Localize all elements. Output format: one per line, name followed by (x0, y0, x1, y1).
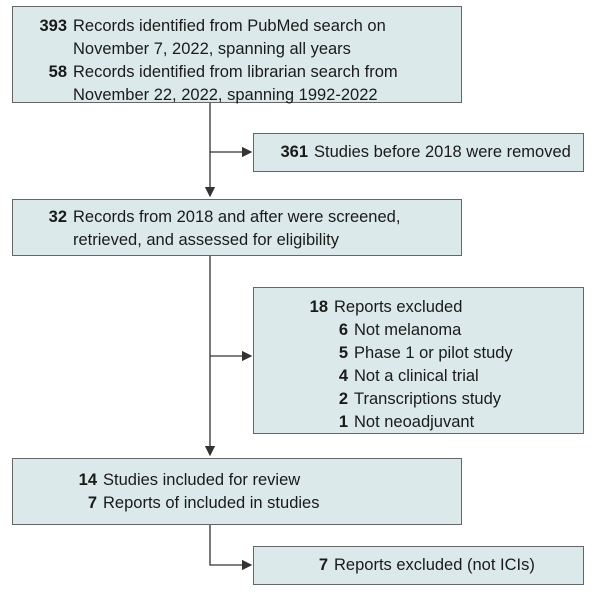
count: 393 (39, 17, 67, 35)
count: 361 (280, 143, 308, 161)
count: 14 (78, 471, 97, 489)
arrow-to-final-excluded (209, 525, 253, 571)
count: 58 (48, 63, 67, 81)
text: November 7, 2022, spanning all years (73, 40, 351, 58)
text: Records from 2018 and after were screene… (73, 208, 401, 226)
text: retrieved, and assessed for eligibility (73, 231, 339, 249)
count: 2 (338, 390, 348, 408)
identification-box: 393 Records identified from PubMed search… (12, 6, 462, 104)
text: Not melanoma (354, 321, 462, 339)
text: Reports of included in studies (103, 494, 320, 512)
included-box: 14 Studies included for review 7 Reports o… (12, 458, 462, 525)
screened-box: 32 Records from 2018 and after were scree… (12, 199, 462, 256)
text: Phase 1 or pilot study (354, 344, 513, 362)
text: Reports excluded (334, 298, 463, 316)
count: 18 (309, 298, 328, 316)
count: 1 (338, 413, 348, 431)
text: Records identified from PubMed search on (73, 17, 386, 35)
text: Not neoadjuvant (354, 413, 475, 431)
text: Reports excluded (not ICIs) (334, 556, 535, 574)
excluded-box: 18 Reports excluded 6 Not melanoma 5 Phase … (253, 287, 584, 434)
text: Studies before 2018 were removed (314, 143, 571, 161)
count: 32 (48, 208, 67, 226)
count: 7 (87, 494, 97, 512)
removed-box: 361 Studies before 2018 were removed (253, 133, 584, 172)
count: 4 (338, 367, 348, 385)
count: 6 (338, 321, 348, 339)
count: 5 (338, 344, 348, 362)
text: Studies included for review (103, 471, 301, 489)
text: Transcriptions study (354, 390, 502, 408)
text: Not a clinical trial (354, 367, 479, 385)
text: November 22, 2022, spanning 1992-2022 (73, 86, 378, 104)
text: Records identified from librarian search… (73, 63, 398, 81)
final-excluded-box: 7 Reports excluded (not ICIs) (253, 546, 584, 585)
count: 7 (318, 556, 328, 574)
